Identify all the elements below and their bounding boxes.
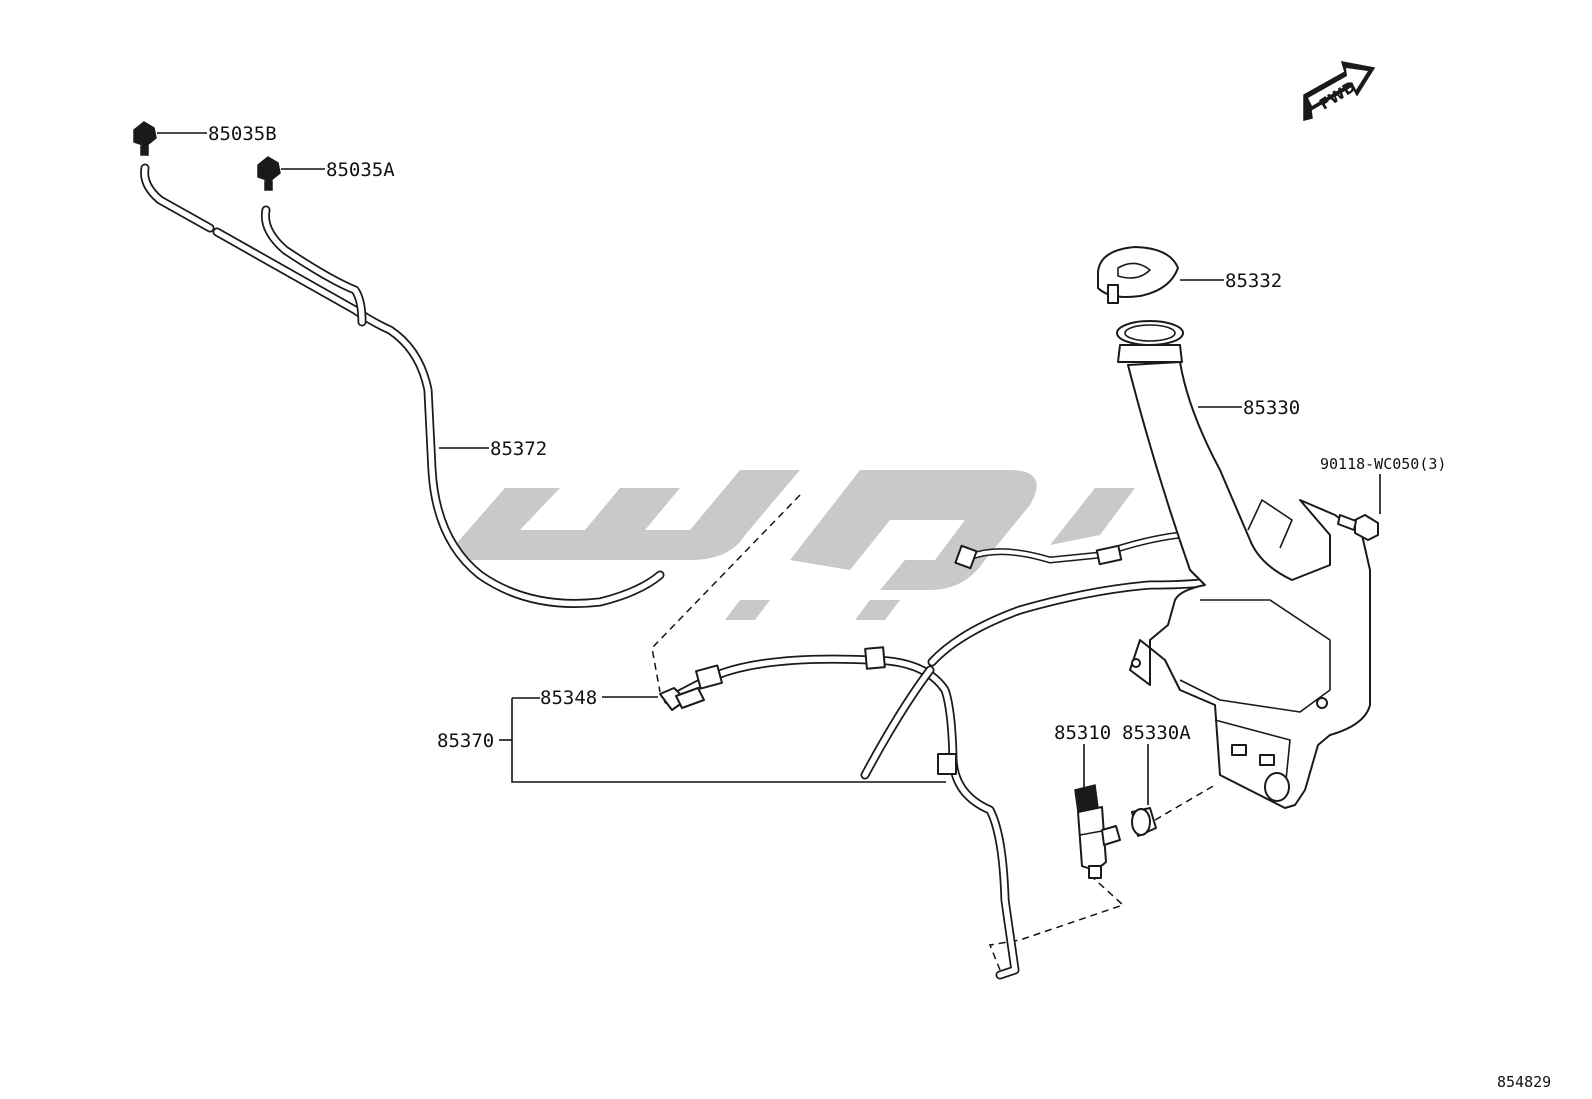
dashed-guide-lower xyxy=(988,874,1125,971)
callout-85372: 85372 xyxy=(490,438,547,460)
callout-85035B: 85035B xyxy=(208,123,277,145)
washer-pump-85310 xyxy=(1074,784,1121,879)
washer-hose-85370 xyxy=(663,531,1323,980)
callout-85330: 85330 xyxy=(1243,397,1300,419)
callout-90118: 90118-WC050(3) xyxy=(1320,455,1446,473)
callout-85370: 85370 xyxy=(437,730,494,752)
callout-85310: 85310 xyxy=(1054,722,1111,744)
callout-85332: 85332 xyxy=(1225,270,1282,292)
callout-85035A: 85035A xyxy=(326,159,395,181)
bracket-85370 xyxy=(511,697,946,783)
forward-arrow-icon: FWD xyxy=(1303,61,1376,121)
watermark-logo xyxy=(455,470,1135,620)
washer-nozzle-a xyxy=(257,156,281,191)
reservoir-cap-85332 xyxy=(1097,246,1179,304)
bolt-90118 xyxy=(1337,514,1379,541)
dashed-guide-upper xyxy=(651,494,801,693)
figure-code: 854829 xyxy=(1497,1073,1551,1091)
callout-85330A: 85330A xyxy=(1122,722,1191,744)
washer-hose-85372 xyxy=(140,163,665,608)
connector-85348 xyxy=(659,687,705,711)
washer-nozzle-b xyxy=(133,121,157,156)
washer-reservoir-85330 xyxy=(1116,320,1371,809)
callout-85348: 85348 xyxy=(540,687,597,709)
dashed-guide-grommet xyxy=(1154,784,1216,821)
grommet-85330A xyxy=(1131,807,1157,837)
